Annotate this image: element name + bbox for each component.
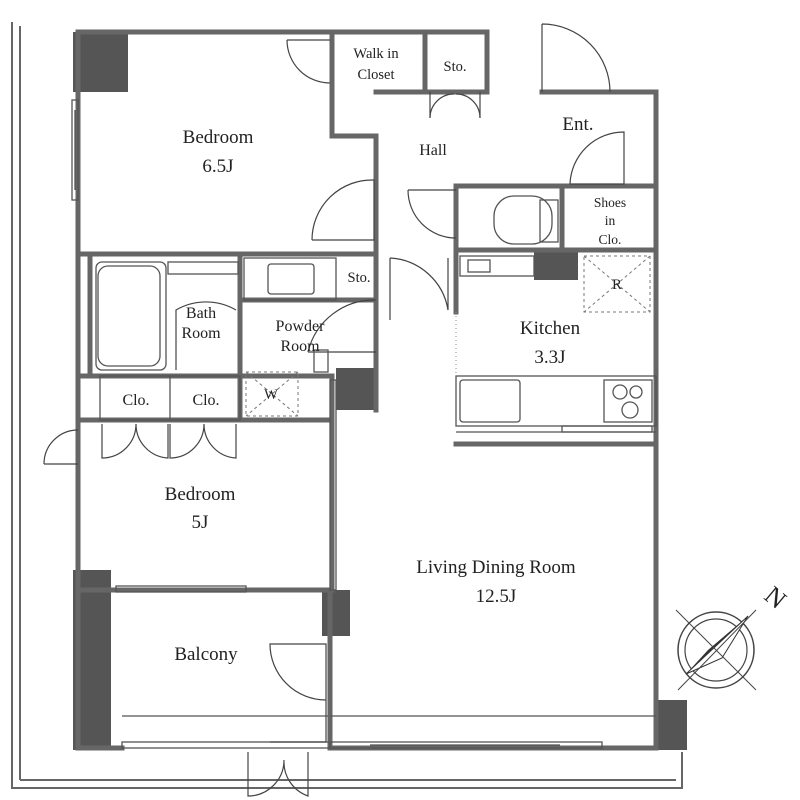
room-shoes-closet-label-2: in <box>605 213 616 228</box>
room-storage-top-label: Sto. <box>444 59 467 75</box>
room-bedroom-second-label: Bedroom <box>165 484 236 505</box>
fixtures <box>95 195 657 433</box>
room-bedroom-second-size: 5J <box>192 512 209 533</box>
washer-label: W <box>264 387 278 403</box>
north-compass-icon <box>675 609 757 691</box>
appliance-spaces <box>245 255 651 417</box>
room-bath-label-2: Room <box>181 325 221 342</box>
room-living-dining-size: 12.5J <box>476 586 517 607</box>
room-bath-label: Bath <box>186 305 216 322</box>
compass-north-label: N <box>759 580 792 614</box>
room-shoes-closet-label: Shoes <box>594 195 626 210</box>
room-shoes-closet-label-3: Clo. <box>599 232 622 247</box>
room-bedroom-main-label: Bedroom <box>183 127 254 148</box>
room-balcony-label: Balcony <box>174 644 238 665</box>
room-kitchen-label: Kitchen <box>520 318 581 339</box>
room-closet-left-label: Clo. <box>122 392 149 409</box>
room-bedroom-main-size: 6.5J <box>202 156 233 177</box>
room-entrance-label: Ent. <box>562 114 593 135</box>
interior-walls <box>75 29 659 751</box>
room-storage-mid-label: Sto. <box>348 270 371 286</box>
windows <box>71 99 656 749</box>
room-walk-in-closet-label: Walk in <box>353 46 399 62</box>
fridge-label: R <box>612 277 622 293</box>
room-living-dining-label: Living Dining Room <box>416 557 576 578</box>
room-powder-label: Powder <box>276 318 326 335</box>
door-swings <box>43 23 625 797</box>
room-powder-label-2: Room <box>280 338 320 355</box>
structural-pillars <box>73 32 687 750</box>
room-hall-label: Hall <box>419 142 447 159</box>
room-closet-right-label: Clo. <box>192 392 219 409</box>
site-boundary <box>11 22 683 789</box>
room-kitchen-size: 3.3J <box>534 347 565 368</box>
room-walk-in-closet-label-2: Closet <box>357 67 394 83</box>
